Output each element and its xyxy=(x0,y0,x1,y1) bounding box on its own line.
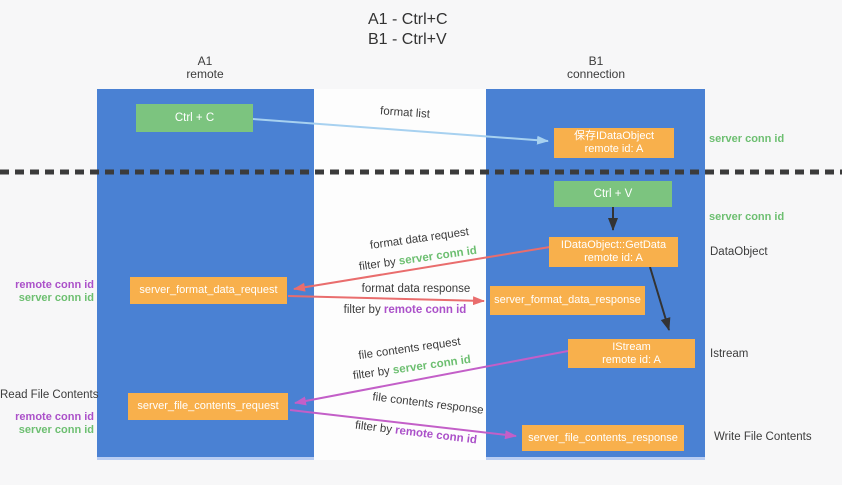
idataobject-getdata-line1: IDataObject::GetData xyxy=(560,239,667,251)
server-file-contents-request-label: server_file_contents_request xyxy=(137,400,279,412)
left-column-header-line1: A1 xyxy=(197,54,213,68)
filter-by-text-2: filter by xyxy=(343,304,384,316)
right-column-header: B1 connection xyxy=(536,55,656,81)
left-server-conn-id-label-2: server conn id xyxy=(18,424,94,436)
ctrl-v-label: Ctrl + V xyxy=(593,187,633,200)
left-server-conn-id-label-1: server conn id xyxy=(18,292,94,304)
title-line-1: A1 - Ctrl+C xyxy=(368,11,448,28)
right-server-conn-id-label-2: server conn id xyxy=(709,211,785,223)
remote-conn-id-text-1: remote conn id xyxy=(383,304,467,316)
save-idataobject-line1: 保存IDataObject xyxy=(573,130,655,142)
server-format-data-request-box: server_format_data_request xyxy=(130,277,287,304)
dataobject-label: DataObject xyxy=(710,246,768,258)
server-file-contents-response-box: server_file_contents_response xyxy=(522,425,684,451)
server-format-data-response-box: server_format_data_response xyxy=(490,286,645,315)
server-file-contents-response-label: server_file_contents_response xyxy=(528,431,678,444)
ctrl-c-label: Ctrl + C xyxy=(174,111,215,124)
read-file-contents-label: Read File Contents xyxy=(0,389,99,401)
istream-line1: IStream xyxy=(612,340,651,353)
diagram-title: A1 - Ctrl+C B1 - Ctrl+V xyxy=(368,10,448,50)
write-file-contents-label: Write File Contents xyxy=(714,431,812,443)
format-data-response-label: format data response xyxy=(361,283,471,295)
idataobject-getdata-box: IDataObject::GetData remote id: A xyxy=(549,237,678,267)
format-response-filter-label: filter by remote conn id xyxy=(340,304,470,316)
istream-side-label: Istream xyxy=(710,348,749,360)
idataobject-getdata-line2: remote id: A xyxy=(584,252,643,264)
server-format-data-request-label: server_format_data_request xyxy=(139,284,278,296)
right-server-conn-id-label-1: server conn id xyxy=(709,133,785,145)
right-column-header-line1: B1 xyxy=(588,54,604,68)
left-column-header-line2: remote xyxy=(186,67,224,81)
title-line-2: B1 - Ctrl+V xyxy=(368,31,447,48)
save-idataobject-line2: remote id: A xyxy=(584,143,644,155)
ctrl-v-box: Ctrl + V xyxy=(554,181,672,207)
server-file-contents-request-box: server_file_contents_request xyxy=(128,393,288,420)
left-column-header: A1 remote xyxy=(145,55,265,81)
right-column-header-line2: connection xyxy=(566,67,626,81)
ctrl-c-box: Ctrl + C xyxy=(136,104,253,132)
left-remote-conn-id-label-2: remote conn id xyxy=(15,411,94,423)
istream-box: IStream remote id: A xyxy=(568,339,695,368)
istream-line2: remote id: A xyxy=(602,353,661,366)
left-remote-conn-id-label-1: remote conn id xyxy=(15,279,94,291)
server-format-data-response-label: server_format_data_response xyxy=(494,294,641,306)
save-idataobject-box: 保存IDataObject remote id: A xyxy=(554,128,674,158)
